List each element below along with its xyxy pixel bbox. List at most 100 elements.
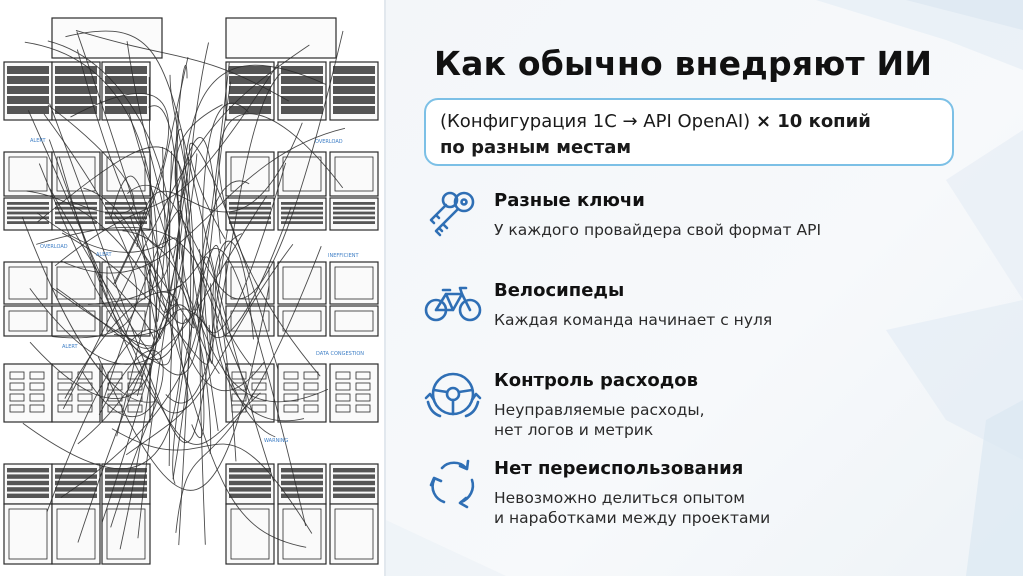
server-slot	[333, 202, 375, 205]
item-description-line: Невозможно делиться опытом	[494, 489, 745, 507]
server-tangle-illustration: OVERLOAD OVERLOAD ALERT INEFFICIENT ALER…	[0, 0, 384, 576]
problem-item-cost-control: Контроль расходов Неуправляемые расходы,…	[422, 364, 982, 444]
rack-unit	[277, 151, 327, 197]
cable	[65, 30, 275, 482]
server-slot	[55, 474, 97, 479]
server-slot	[333, 487, 375, 492]
server-slot	[229, 487, 271, 492]
server-slot	[7, 86, 49, 94]
cable	[48, 139, 294, 414]
server-slot	[281, 493, 323, 498]
panel-slot	[303, 404, 319, 413]
server-slot	[281, 96, 323, 104]
panel-slot	[29, 404, 45, 413]
panel-slot	[231, 382, 247, 391]
illus-label-inefficient: INEFFICIENT	[328, 253, 359, 259]
cable	[188, 142, 279, 370]
server-slot	[105, 202, 147, 205]
server-slot	[281, 211, 323, 215]
panel-slot	[231, 393, 247, 402]
item-description-line: и наработками между проектами	[494, 509, 771, 527]
server-slot	[229, 211, 271, 215]
server-slot	[333, 96, 375, 104]
cable	[148, 105, 180, 260]
server-slot	[105, 487, 147, 492]
server-slot	[7, 76, 49, 84]
callout-text: (Конфигурация 1С → API OpenAI)	[440, 111, 751, 132]
cable	[136, 122, 303, 247]
server-slot	[229, 86, 271, 94]
panel-divider	[384, 0, 386, 576]
cable	[113, 112, 195, 329]
server-slot	[55, 76, 97, 84]
server-slot	[7, 96, 49, 104]
server-slot	[333, 66, 375, 74]
cable	[136, 304, 212, 454]
server-slot	[333, 493, 375, 498]
box-window	[230, 156, 270, 192]
panel-slot	[127, 382, 143, 391]
server-slot	[229, 76, 271, 84]
rack-unit	[329, 305, 379, 337]
server-slot	[229, 493, 271, 498]
server-slot	[229, 480, 271, 486]
rack-unit	[225, 151, 275, 197]
server-slot	[229, 474, 271, 479]
item-description-line: У каждого провайдера свой формат API	[494, 221, 822, 239]
rack-unit	[329, 261, 379, 305]
cable	[191, 300, 219, 439]
panel-slot	[303, 371, 319, 380]
server-racks-drawing: OVERLOAD OVERLOAD ALERT INEFFICIENT ALER…	[3, 17, 379, 565]
cable	[169, 74, 194, 480]
cable	[49, 81, 232, 376]
rack-unit	[3, 305, 53, 337]
server-slot	[333, 480, 375, 486]
cable	[88, 41, 171, 305]
box-window	[282, 310, 322, 332]
panel-slot	[303, 393, 319, 402]
callout-places: по разным местам	[440, 137, 632, 158]
rack-unit	[3, 151, 53, 197]
server-slot	[333, 468, 375, 473]
box-window	[334, 310, 374, 332]
item-description: Каждая команда начинает с нуля	[494, 310, 772, 330]
server-slot	[55, 468, 97, 473]
panel-slot	[355, 382, 371, 391]
illus-label-warning: WARNING	[264, 438, 289, 444]
server-slot	[281, 468, 323, 473]
cable	[174, 64, 327, 318]
panel-slot	[251, 382, 267, 391]
illus-label-data-congestion: DATA CONGESTION	[316, 351, 364, 357]
cable	[148, 77, 198, 313]
panel-slot	[9, 404, 25, 413]
server-slot	[7, 487, 49, 492]
panel-slot	[283, 382, 299, 391]
panel-slot	[29, 393, 45, 402]
cable	[165, 73, 281, 404]
box-window	[56, 310, 96, 332]
server-slot	[281, 106, 323, 114]
panel-slot	[127, 393, 143, 402]
server-slot	[229, 206, 271, 210]
server-slot	[7, 106, 49, 114]
item-heading: Разные ключи	[494, 190, 645, 211]
server-slot	[281, 206, 323, 210]
cable	[218, 113, 344, 377]
rack-unit	[225, 503, 275, 565]
server-slot	[105, 468, 147, 473]
panel-slot	[127, 404, 143, 413]
server-slot	[7, 216, 49, 220]
server-slot	[333, 76, 375, 84]
illus-label-alert: ALERT	[62, 344, 78, 350]
box-window	[230, 508, 270, 560]
cable	[60, 127, 346, 274]
panel-slot	[335, 393, 351, 402]
rack-unit	[3, 363, 53, 423]
panel-slot	[355, 404, 371, 413]
item-description: Невозможно делиться опытом и наработками…	[494, 488, 770, 528]
server-slot	[105, 86, 147, 94]
approach-callout: (Конфигурация 1С → API OpenAI) × 10 копи…	[424, 98, 954, 166]
bicycle-icon	[424, 286, 482, 322]
server-slot	[229, 216, 271, 220]
cable	[43, 113, 138, 339]
